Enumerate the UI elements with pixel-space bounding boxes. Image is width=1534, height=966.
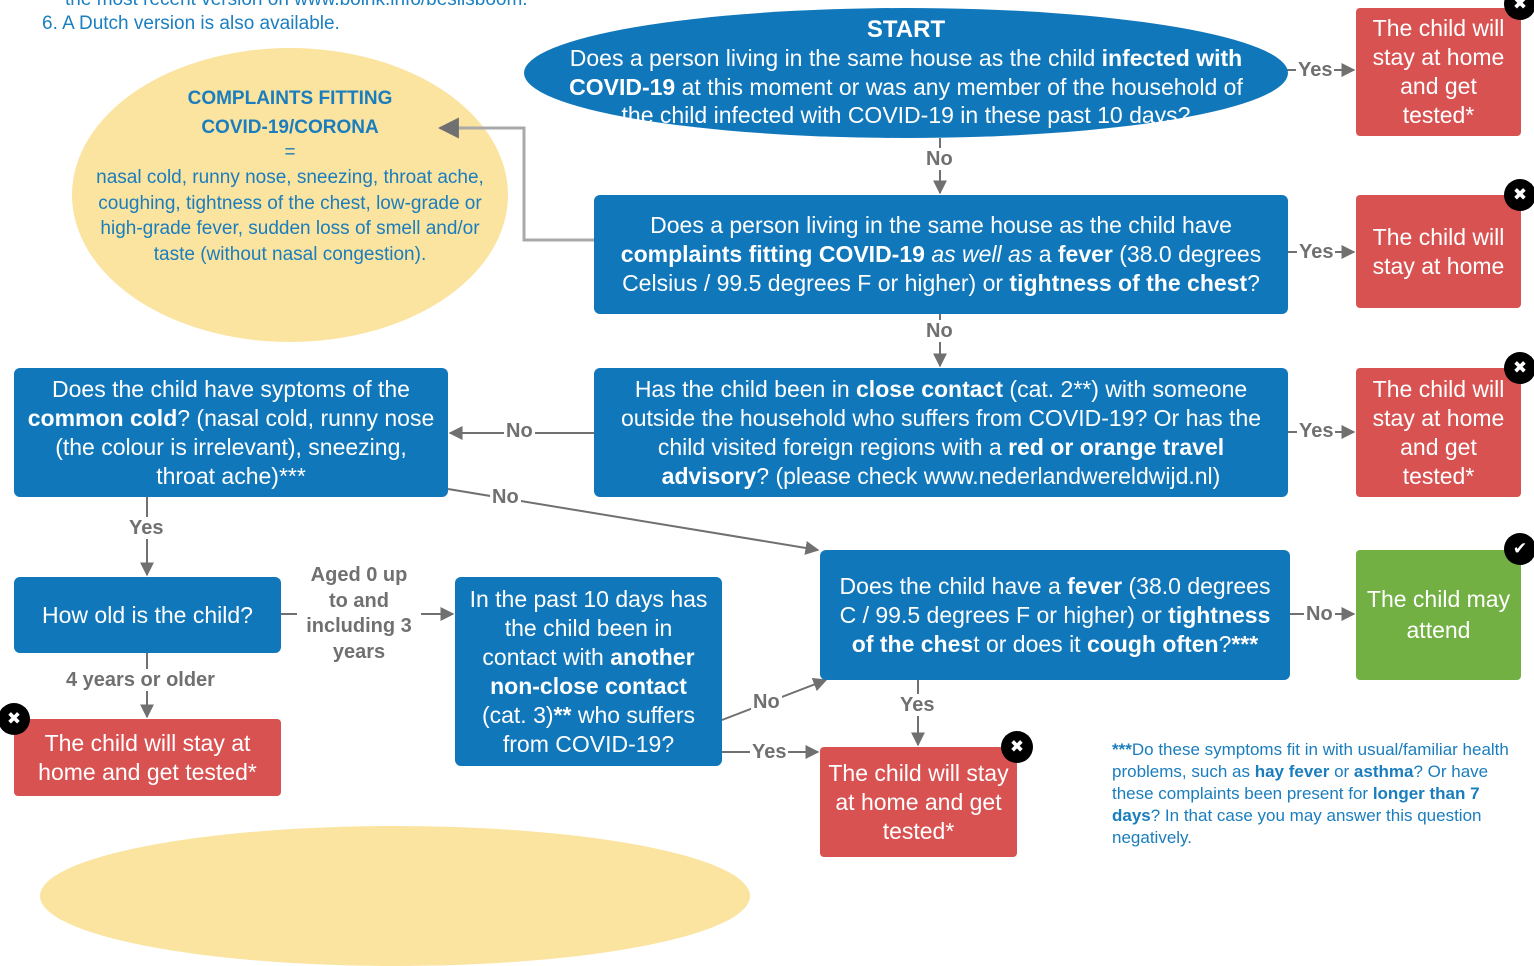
check-icon: ✔ — [1504, 533, 1534, 565]
close-icon: ✖ — [1504, 352, 1534, 384]
outcome-may-attend: The child may attend — [1356, 550, 1521, 680]
edge-label-aged-young: Aged 0 up to and including 3 years — [297, 563, 421, 665]
non-close-contact-question: In the past 10 days has the child been i… — [455, 577, 722, 766]
outcome-stay-home-text: The child will stay at home — [1372, 223, 1505, 279]
edge-label-no: No — [924, 320, 955, 342]
edge-label-yes: Yes — [127, 517, 166, 539]
footnote-text: ***Do these symptoms fit in with usual/f… — [1112, 740, 1509, 847]
common-cold-question-text: Does the child have syptoms of the commo… — [27, 375, 435, 489]
footnote: ***Do these symptoms fit in with usual/f… — [1112, 739, 1522, 849]
close-contact-question: Has the child been in close contact (cat… — [594, 368, 1288, 497]
edge-label-yes: Yes — [1297, 420, 1336, 442]
edge-label-yes: Yes — [898, 694, 937, 716]
close-icon: ✖ — [1504, 179, 1534, 211]
outcome-age-stay-home-tested: The child will stay at home and get test… — [14, 719, 281, 796]
edge-label-no: No — [504, 420, 535, 442]
complaints-bubble — [72, 48, 508, 342]
outcome-stay-home-tested-2: The child will stay at home and get test… — [1356, 368, 1521, 497]
child-fever-question: Does the child have a fever (38.0 degree… — [820, 550, 1290, 680]
non-close-contact-question-text: In the past 10 days has the child been i… — [469, 585, 708, 757]
outcome-stay-home-tested-1: The child will stay at home and get test… — [1356, 8, 1521, 136]
close-contact-question-text: Has the child been in close contact (cat… — [620, 375, 1262, 489]
complaints-equals: = — [284, 142, 296, 163]
intro-item-5: the most recent version on www.boink.inf… — [65, 0, 528, 12]
intro-item-6: 6. A Dutch version is also available. — [42, 13, 340, 34]
close-icon: ✖ — [1504, 0, 1534, 20]
edge-label-no: No — [490, 486, 521, 508]
complaints-list: nasal cold, runny nose, sneezing, throat… — [96, 167, 484, 265]
age-question-text: How old is the child? — [42, 601, 253, 628]
close-icon: ✖ — [0, 703, 30, 735]
start-title: START — [866, 16, 946, 44]
age-question: How old is the child? — [14, 577, 281, 653]
edge-label-no: No — [751, 691, 782, 713]
common-cold-question: Does the child have syptoms of the commo… — [14, 368, 448, 497]
edge-label-yes: Yes — [1297, 241, 1336, 263]
child-fever-question-text: Does the child have a fever (38.0 degree… — [839, 572, 1271, 657]
outcome-stay-home: The child will stay at home — [1356, 195, 1521, 308]
household-fever-question-text: Does a person living in the same house a… — [620, 212, 1262, 296]
outcome-may-attend-text: The child may attend — [1366, 586, 1511, 643]
outcome-age-stay-home-tested-text: The child will stay at home and get test… — [38, 729, 257, 785]
edge-label-no: No — [924, 148, 955, 170]
edge-label-aged-old: 4 years or older — [62, 669, 219, 691]
household-fever-question: Does a person living in the same house a… — [594, 195, 1288, 314]
edge-label-yes: Yes — [750, 741, 789, 763]
start-question-text: Does a person living in the same house a… — [569, 45, 1243, 129]
outcome-bottom-stay-home-tested-text: The child will stay at home and get test… — [828, 759, 1009, 844]
close-icon: ✖ — [1001, 731, 1033, 763]
outcome-stay-home-tested-2-text: The child will stay at home and get test… — [1372, 375, 1505, 489]
edge-label-no: No — [1304, 603, 1335, 625]
start-question: START Does a person living in the same h… — [524, 8, 1288, 138]
outcome-stay-home-tested-1-text: The child will stay at home and get test… — [1372, 15, 1505, 128]
edge-label-yes: Yes — [1296, 59, 1335, 81]
outcome-bottom-stay-home-tested: The child will stay at home and get test… — [820, 747, 1017, 857]
bottom-bubble — [40, 826, 750, 966]
